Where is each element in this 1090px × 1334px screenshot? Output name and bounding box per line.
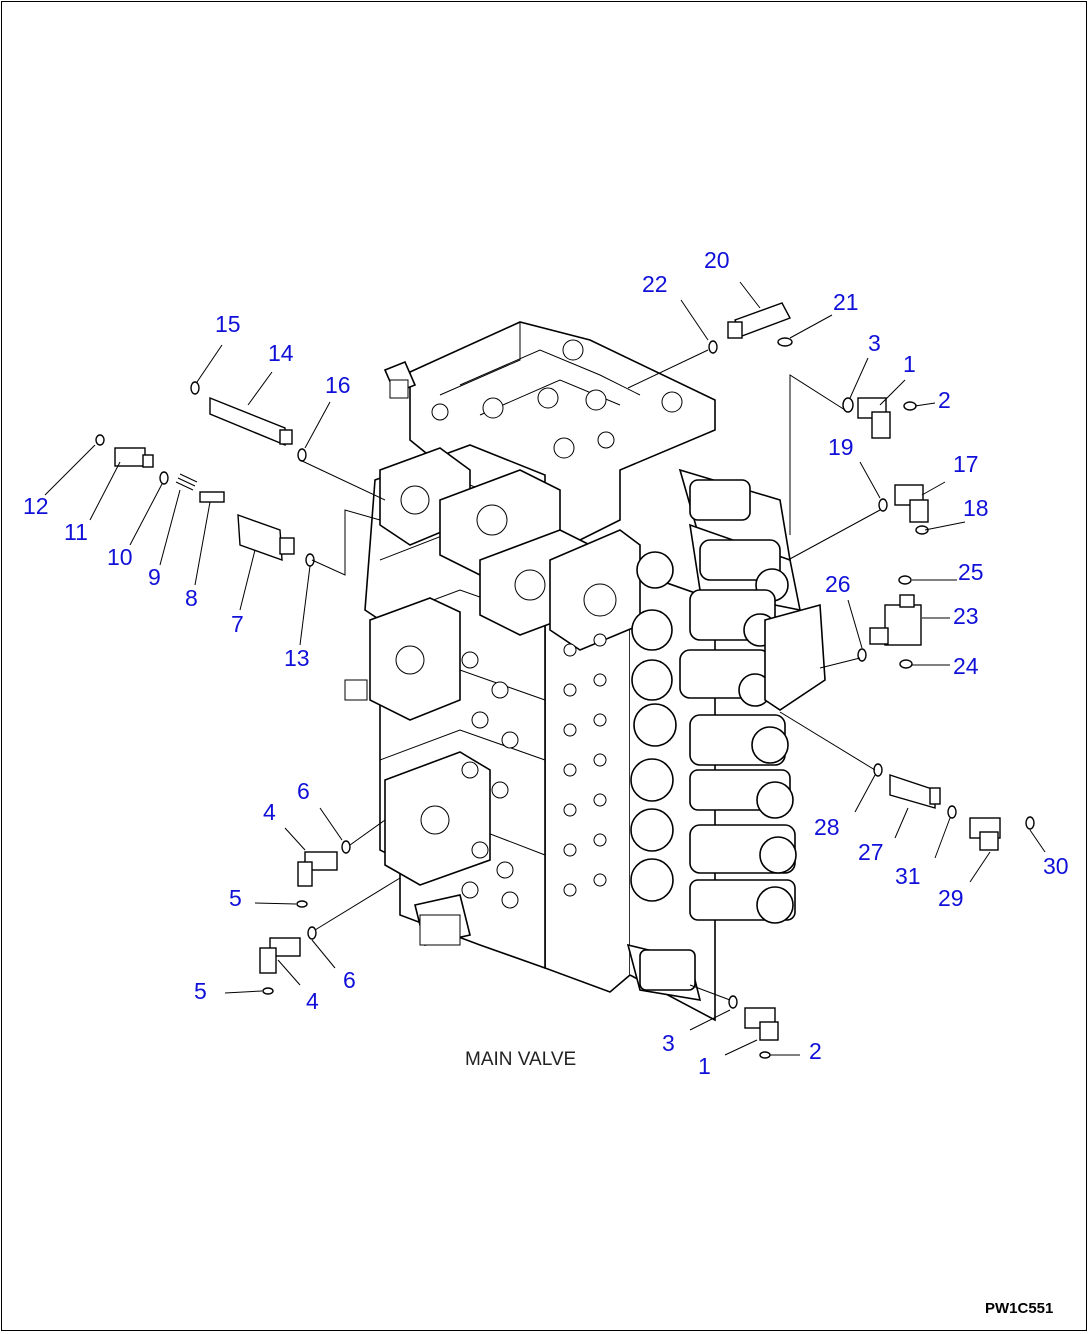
- callout-7: 7: [231, 611, 244, 637]
- drawing-code: PW1C551: [985, 1300, 1053, 1317]
- callout-12: 12: [23, 493, 49, 519]
- callout-3-top: 3: [868, 330, 881, 356]
- callout-1-top: 1: [903, 351, 916, 377]
- callout-26: 26: [825, 571, 851, 597]
- exploded-parts: [95, 302, 1035, 1059]
- callout-23: 23: [953, 603, 979, 629]
- callout-31: 31: [895, 863, 921, 889]
- spool-caps: [678, 468, 802, 924]
- leader-lines: [44, 281, 1046, 1056]
- callout-24: 24: [953, 653, 979, 679]
- callout-3-lower: 3: [662, 1030, 675, 1056]
- valve-body: [344, 321, 826, 1022]
- callout-13: 13: [284, 645, 310, 671]
- callout-28: 28: [814, 814, 840, 840]
- front-face-holes: [563, 633, 607, 897]
- callout-numbers: 20 22 21 3 1 2 19 17 18 15 14 16 12 11 1…: [23, 247, 1069, 1079]
- callout-22: 22: [642, 271, 668, 297]
- callout-19: 19: [828, 434, 854, 460]
- callout-1-lower: 1: [698, 1053, 711, 1079]
- callout-14: 14: [268, 340, 294, 366]
- callout-5-lower: 5: [194, 978, 207, 1004]
- callout-2-lower: 2: [809, 1038, 822, 1064]
- callout-21: 21: [833, 289, 859, 315]
- callout-11: 11: [64, 519, 88, 545]
- callout-17: 17: [953, 451, 979, 477]
- callout-27: 27: [858, 839, 884, 865]
- callout-8: 8: [185, 585, 198, 611]
- callout-16: 16: [325, 372, 351, 398]
- callout-20: 20: [704, 247, 730, 273]
- callout-6-lower: 6: [343, 967, 356, 993]
- callout-30: 30: [1043, 853, 1069, 879]
- diagram-caption: MAIN VALVE: [465, 1049, 576, 1070]
- callout-6-upper: 6: [297, 778, 310, 804]
- callout-29: 29: [938, 885, 964, 911]
- callout-5-upper: 5: [229, 885, 242, 911]
- callout-2-top: 2: [938, 387, 951, 413]
- callout-10: 10: [107, 544, 133, 570]
- callout-9: 9: [148, 564, 161, 590]
- callout-4-upper: 4: [263, 799, 276, 825]
- callout-15: 15: [215, 311, 241, 337]
- callout-18: 18: [963, 495, 989, 521]
- callout-4-lower: 4: [306, 988, 319, 1014]
- round-plugs: [630, 551, 677, 902]
- callout-25: 25: [958, 559, 984, 585]
